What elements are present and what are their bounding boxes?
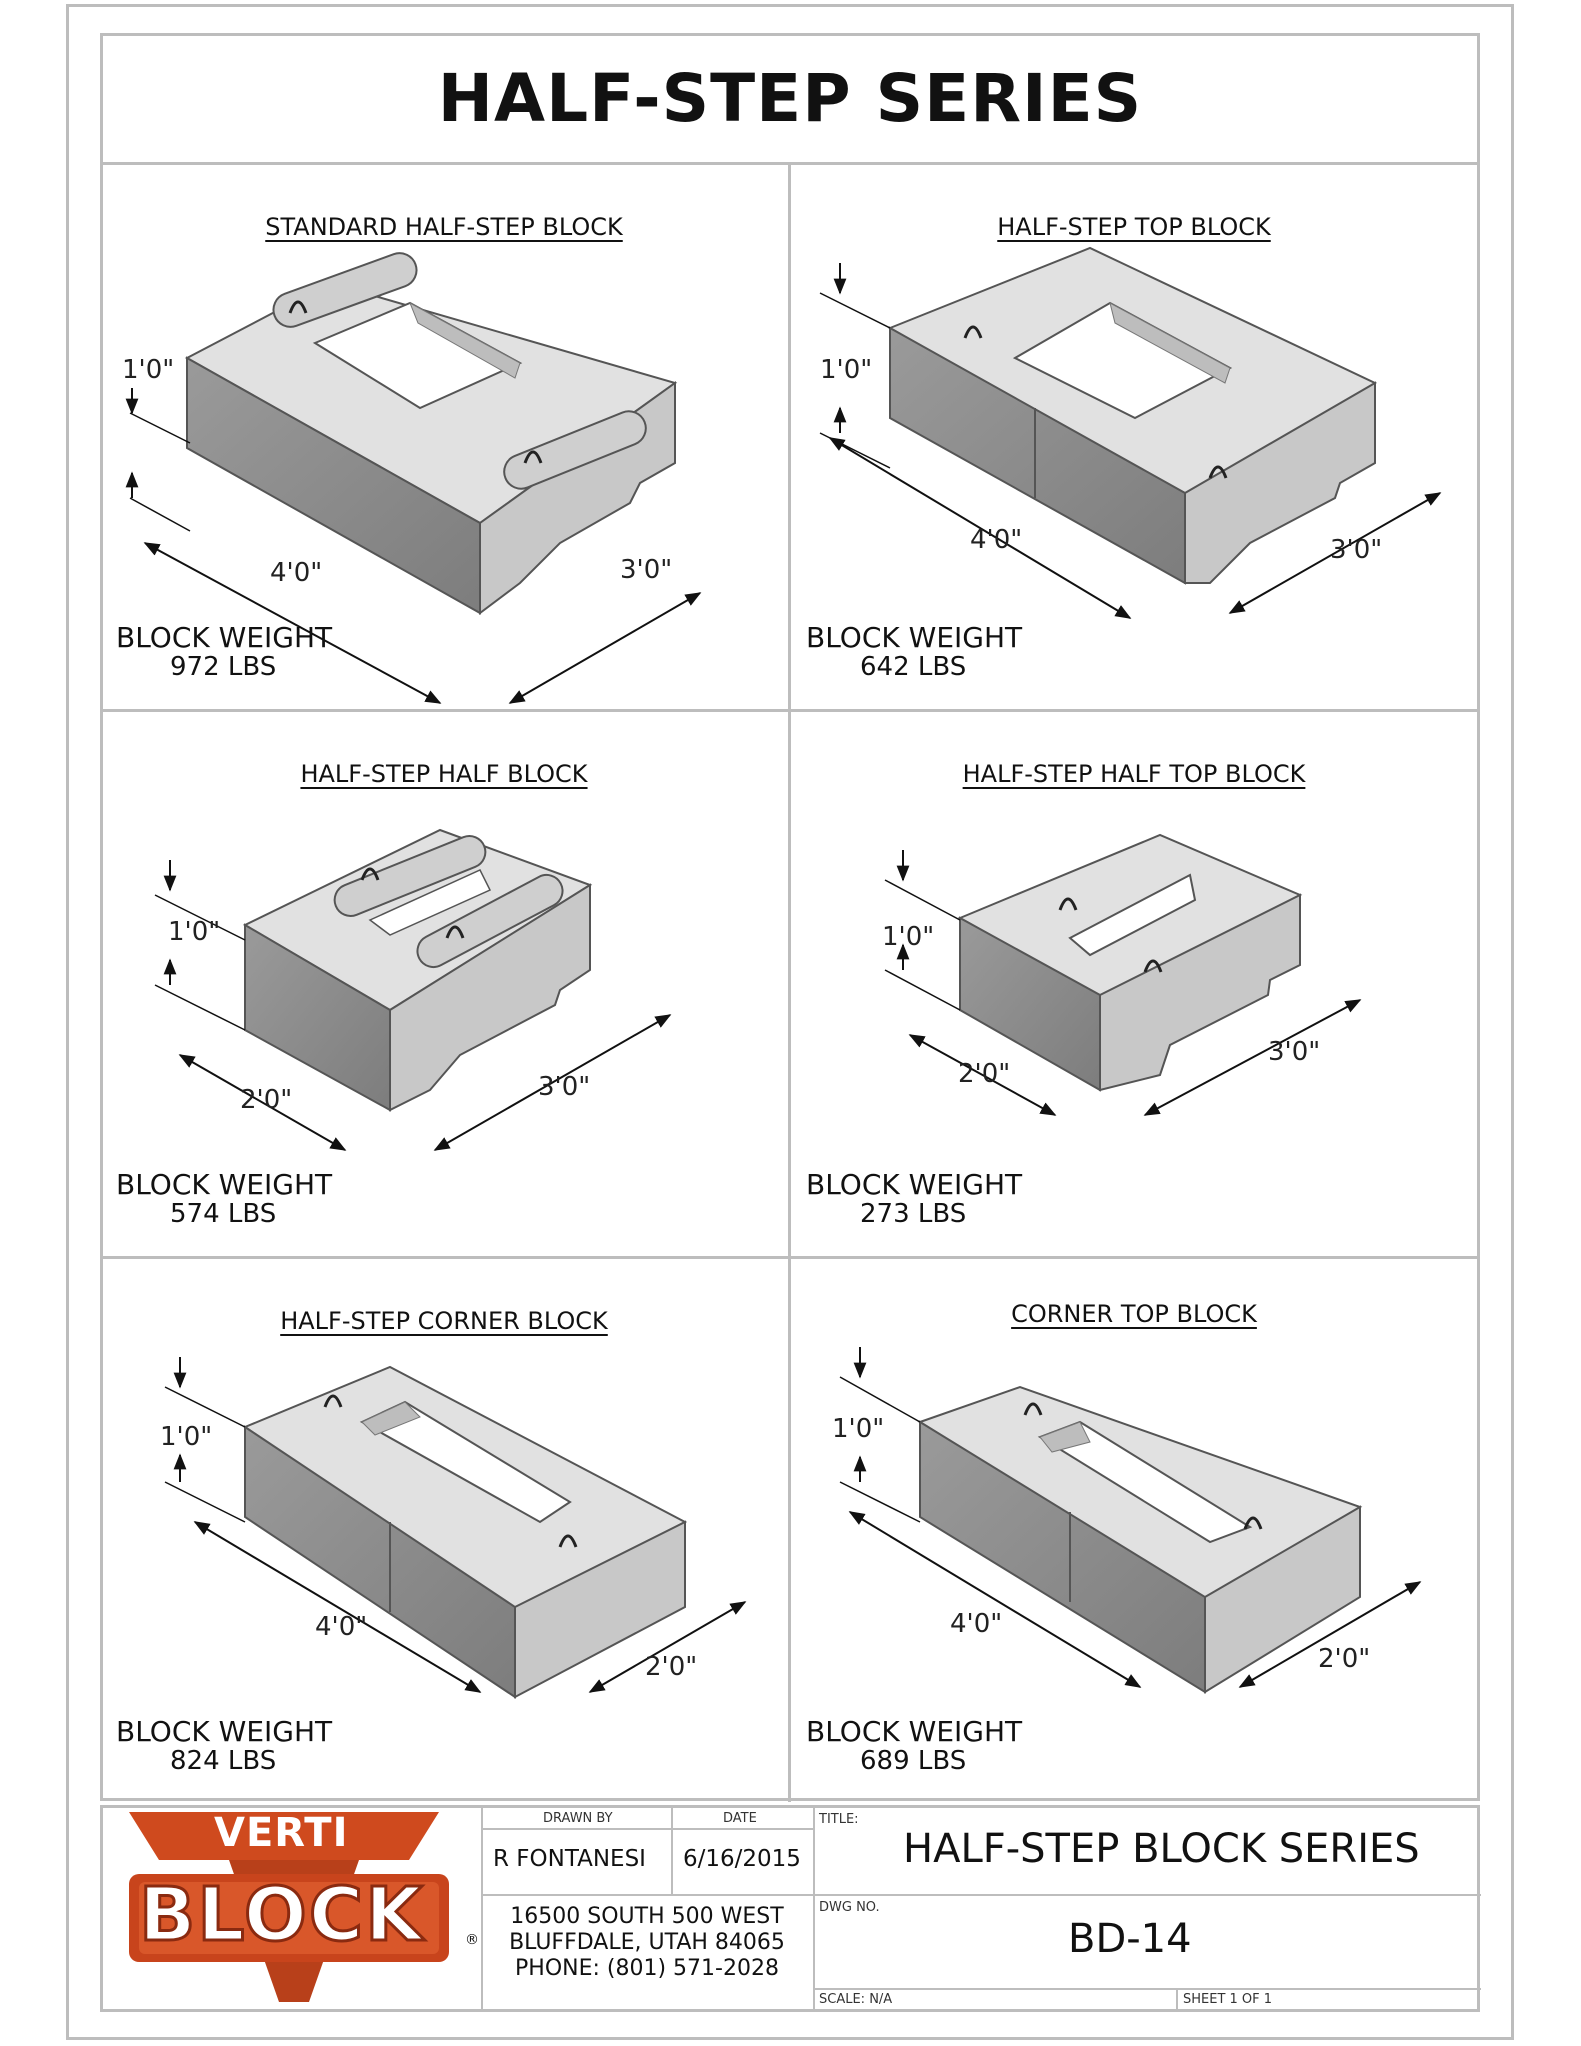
- length-dim: 4'0": [950, 1609, 1002, 1639]
- width-dim: 3'0": [538, 1072, 590, 1102]
- length-dim: 2'0": [240, 1085, 292, 1115]
- height-dim: 1'0": [882, 922, 934, 952]
- width-dim: 3'0": [1330, 535, 1382, 565]
- block-drawing: 1'0" 4'0" 2'0": [160, 1357, 747, 1699]
- weight-value: 972 LBS: [170, 652, 277, 682]
- height-dim: 1'0": [160, 1422, 212, 1452]
- logo-registered: ®: [465, 1932, 479, 1948]
- block-half-step-half: HALF-STEP HALF BLOCK 1'0" 2'0" 3'0" BLOC…: [100, 710, 788, 1256]
- logo-block: BLOCK: [137, 1871, 425, 1960]
- weight-label: BLOCK WEIGHT: [116, 1715, 333, 1748]
- length-dim: 2'0": [958, 1059, 1010, 1089]
- block-drawing: 1'0" 4'0" 2'0": [832, 1347, 1422, 1694]
- divider: [481, 1808, 483, 2009]
- block-drawing: 1'0" 4'0" 3'0": [819, 246, 1442, 619]
- height-dim: 1'0": [168, 917, 220, 947]
- weight-value: 574 LBS: [170, 1199, 277, 1229]
- length-dim: 4'0": [315, 1612, 367, 1642]
- length-dim: 4'0": [970, 525, 1022, 555]
- sheet-title: HALF-STEP SERIES: [437, 59, 1143, 137]
- address-line-1: 16500 SOUTH 500 WEST: [510, 1904, 784, 1929]
- weight-label: BLOCK WEIGHT: [116, 621, 333, 654]
- block-title: CORNER TOP BLOCK: [1011, 1300, 1257, 1328]
- divider: [1176, 1988, 1178, 2009]
- weight-label: BLOCK WEIGHT: [806, 1715, 1023, 1748]
- title-block: VERTI BLOCK ® DRAWN BY R FONTANESI DATE …: [100, 1805, 1481, 2012]
- height-dim: 1'0": [820, 355, 872, 385]
- block-title: HALF-STEP CORNER BLOCK: [280, 1307, 608, 1335]
- date-value: 6/16/2015: [683, 1846, 801, 1872]
- dwg-no-value: BD-14: [1068, 1916, 1192, 1962]
- length-dim: 4'0": [270, 558, 322, 588]
- width-dim: 2'0": [1318, 1644, 1370, 1674]
- block-half-step-half-top: HALF-STEP HALF TOP BLOCK 1'0" 2'0" 3'0" …: [790, 710, 1478, 1256]
- outer-border: [66, 4, 1514, 2040]
- block-title: STANDARD HALF-STEP BLOCK: [265, 213, 623, 241]
- block-drawing: 1'0" 2'0" 3'0": [154, 828, 672, 1151]
- weight-label: BLOCK WEIGHT: [806, 1168, 1023, 1201]
- phone: PHONE: (801) 571-2028: [515, 1956, 779, 1981]
- height-dim: 1'0": [832, 1414, 884, 1444]
- block-drawing: 1'0" 2'0" 3'0": [882, 833, 1362, 1116]
- block-title: HALF-STEP HALF TOP BLOCK: [962, 760, 1306, 788]
- logo-graphic: [129, 1812, 449, 2002]
- weight-label: BLOCK WEIGHT: [116, 1168, 333, 1201]
- address-block: 16500 SOUTH 500 WEST BLUFFDALE, UTAH 840…: [485, 1904, 809, 1982]
- width-dim: 3'0": [620, 555, 672, 585]
- logo-verti: VERTI: [214, 1810, 349, 1856]
- weight-value: 273 LBS: [860, 1199, 967, 1229]
- dwg-no-label: DWG NO.: [819, 1900, 880, 1915]
- width-dim: 3'0": [1268, 1037, 1320, 1067]
- weight-value: 824 LBS: [170, 1746, 277, 1776]
- drawing-title: HALF-STEP BLOCK SERIES: [903, 1826, 1420, 1872]
- grid-line: [788, 162, 791, 1802]
- block-corner-top: CORNER TOP BLOCK 1'0" 4'0" 2'0" BLOCK WE…: [790, 1257, 1478, 1803]
- sheet-number: SHEET 1 OF 1: [1183, 1992, 1273, 2007]
- block-half-step-corner: HALF-STEP CORNER BLOCK 1'0" 4'0" 2'0" BL…: [100, 1257, 788, 1803]
- scale: SCALE: N/A: [819, 1992, 893, 2007]
- divider: [813, 1808, 815, 2009]
- block-title: HALF-STEP TOP BLOCK: [997, 213, 1271, 241]
- divider: [671, 1808, 673, 1894]
- divider: [813, 1988, 1481, 1990]
- block-half-step-top: HALF-STEP TOP BLOCK 1'0" 4'0" 3'0" BLOCK…: [790, 163, 1478, 709]
- height-dim: 1'0": [122, 355, 174, 385]
- block-standard-half-step: STANDARD HALF-STEP BLOCK 1'0" 4'0" 3'0" …: [100, 163, 788, 709]
- drawn-by-label: DRAWN BY: [543, 1811, 613, 1826]
- weight-value: 642 LBS: [860, 652, 967, 682]
- divider: [481, 1828, 813, 1830]
- vertiblock-logo: VERTI BLOCK ®: [109, 1810, 479, 2008]
- drawn-by-value: R FONTANESI: [493, 1846, 646, 1872]
- width-dim: 2'0": [645, 1652, 697, 1682]
- weight-label: BLOCK WEIGHT: [806, 621, 1023, 654]
- date-label: DATE: [723, 1811, 757, 1826]
- address-line-2: BLUFFDALE, UTAH 84065: [509, 1930, 785, 1955]
- weight-value: 689 LBS: [860, 1746, 967, 1776]
- block-drawing: 1'0" 4'0" 3'0": [122, 252, 702, 704]
- divider: [481, 1894, 1481, 1896]
- block-title: HALF-STEP HALF BLOCK: [300, 760, 588, 788]
- title-label: TITLE:: [819, 1812, 859, 1827]
